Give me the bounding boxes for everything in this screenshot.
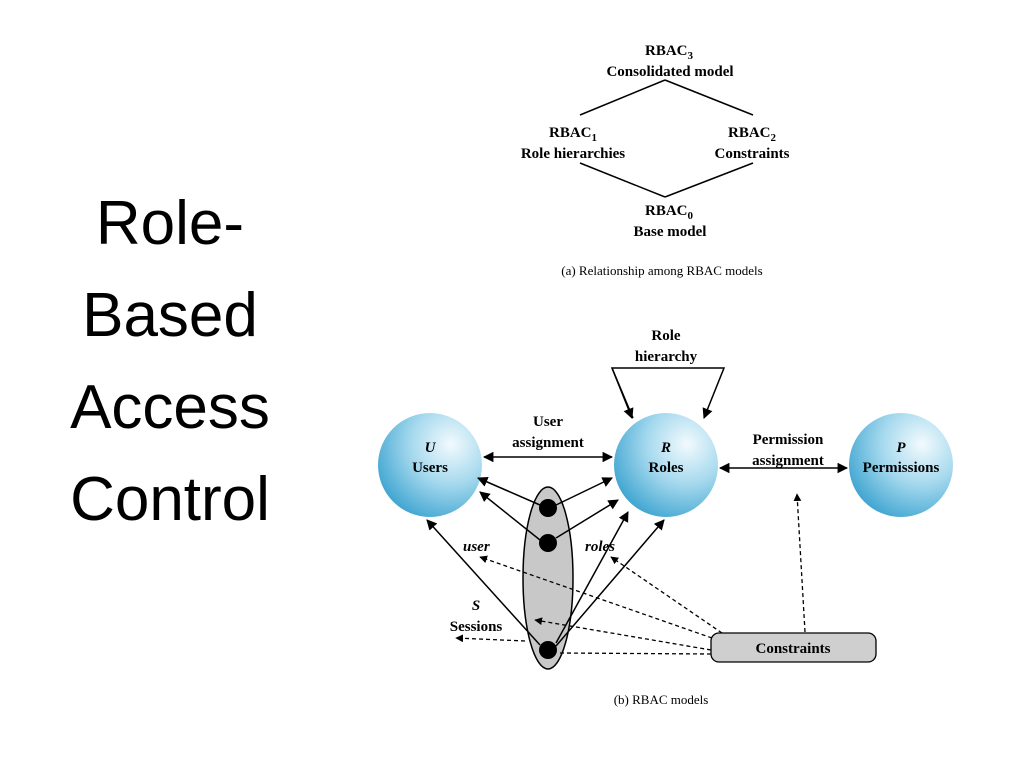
rbac1-desc: Role hierarchies <box>521 146 625 162</box>
rbac2-desc: Constraints <box>714 146 789 162</box>
title-line-2: Based <box>82 281 258 350</box>
permission-assignment-label-1: Permission <box>753 432 824 448</box>
slide-title: Role- Based Access Control <box>30 178 310 546</box>
rbac0-label: RBAC0 <box>645 203 694 222</box>
caption-b: (b) RBAC models <box>614 692 709 707</box>
session-dot-3 <box>539 641 557 659</box>
users-circle <box>378 413 482 517</box>
role-hierarchy-arrow-left <box>611 367 634 419</box>
role-hierarchy-label-2: hierarchy <box>635 349 698 365</box>
rbac3-desc: Consolidated model <box>606 64 733 80</box>
session-user-arrows <box>426 476 541 646</box>
rbac3-label: RBAC3 <box>645 43 694 62</box>
user-assignment-label-2: assignment <box>512 435 584 451</box>
rbac0-desc: Base model <box>634 224 707 240</box>
constraints-box <box>710 632 877 663</box>
constraints-label: Constraints <box>755 641 830 657</box>
user-assignment-label-1: User <box>533 414 563 430</box>
roles-symbol: R <box>660 440 671 456</box>
permissions-circle <box>849 413 953 517</box>
permissions-symbol: P <box>896 440 906 456</box>
user-function-label: user <box>463 539 490 555</box>
sessions-label: Sessions <box>450 619 503 635</box>
title-line-1: Role- <box>95 189 245 258</box>
roles-circle <box>614 413 718 517</box>
rbac1-label: RBAC1 <box>549 125 597 144</box>
rbac-lattice <box>579 79 754 198</box>
session-dot-1 <box>539 499 557 517</box>
session-role-arrows <box>555 477 665 647</box>
constraint-dashed-arrows <box>455 493 806 655</box>
edge-rbac3-rbac2 <box>664 79 754 116</box>
title-line-4: Control <box>70 465 270 534</box>
rbac2-label: RBAC2 <box>728 125 777 144</box>
session-dot-2 <box>539 534 557 552</box>
edge-rbac1-rbac0 <box>579 162 666 198</box>
permission-assignment-label-2: assignment <box>752 453 824 469</box>
role-hierarchy-label-1: Role <box>651 328 681 344</box>
edge-rbac3-rbac1 <box>579 79 666 116</box>
permissions-label: Permissions <box>863 460 940 476</box>
title-line-3: Access <box>70 373 270 442</box>
roles-label: Roles <box>649 460 684 476</box>
roles-function-label: roles <box>585 539 615 555</box>
caption-a: (a) Relationship among RBAC models <box>561 263 762 278</box>
edge-rbac2-rbac0 <box>664 162 754 198</box>
users-label: Users <box>412 460 448 476</box>
users-symbol: U <box>425 440 437 456</box>
sessions-symbol: S <box>472 598 480 614</box>
